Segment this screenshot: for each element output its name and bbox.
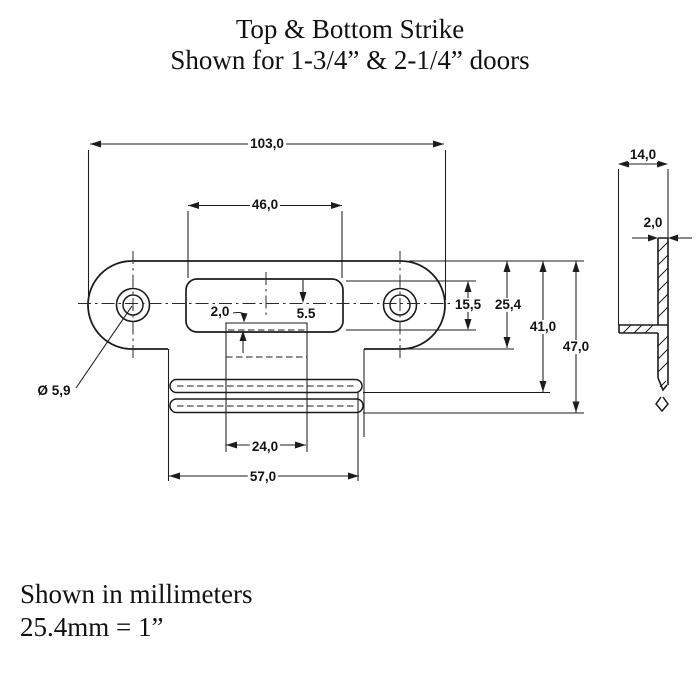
dim-label-to-first-fold: 41,0: [527, 319, 559, 334]
dim-label-thickness-front: 2,0: [208, 304, 232, 319]
dim-label-overall-length: 103,0: [248, 136, 286, 151]
hole-diameter-leader: [75, 305, 133, 389]
title-line1: Top & Bottom Strike: [235, 14, 465, 44]
dim-label-opening-width: 46,0: [249, 197, 281, 212]
section-lip-curl: [655, 396, 669, 413]
dim-label-lip-depth: 5.5: [294, 306, 318, 321]
section-flange-and-lip: [618, 324, 669, 392]
footer-line1: Shown in millimeters: [20, 579, 253, 609]
dim-label-thickness-side: 2,0: [641, 215, 665, 230]
dim-label-hole-diameter: Ø 5,9: [35, 383, 73, 398]
dust-box-edges: [225, 322, 308, 452]
strike-plate-outline: [87, 260, 446, 350]
dim-label-tab-width: 57,0: [247, 469, 279, 484]
latch-opening: [185, 278, 344, 333]
title-block: Top & Bottom Strike Shown for 1-3/4” & 2…: [0, 14, 700, 76]
section-hatching: [622, 241, 669, 388]
lip-fold-2: [169, 398, 364, 414]
dim-label-flange-width: 14,0: [627, 147, 659, 162]
lip-fold-1: [169, 378, 363, 394]
footer-line2: 25.4mm = 1”: [20, 612, 164, 642]
dim-label-opening-height: 15,5: [452, 297, 484, 312]
title-line2: Shown for 1-3/4” & 2-1/4” doors: [170, 45, 530, 75]
footer-notes: Shown in millimeters 25.4mm = 1”: [20, 578, 253, 644]
side-view: [617, 160, 692, 413]
dim-label-box-width: 24,0: [249, 439, 281, 454]
dim-label-face-height: 25,4: [492, 297, 524, 312]
dim-label-to-second-fold: 47,0: [560, 339, 592, 354]
